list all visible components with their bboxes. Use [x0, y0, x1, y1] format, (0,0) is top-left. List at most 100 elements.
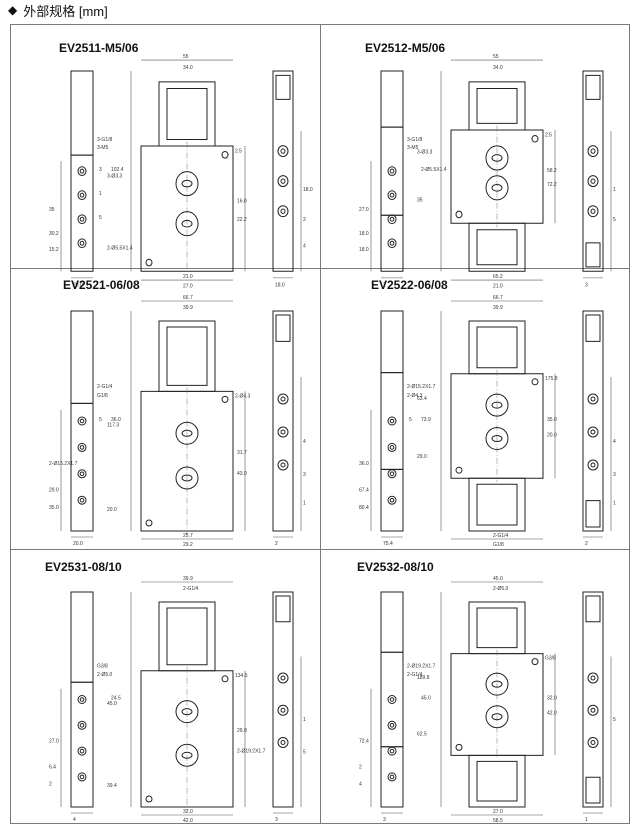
- grid-divider-vertical: [320, 25, 321, 823]
- dimension-label: 24.5: [111, 696, 121, 702]
- dimension-label: 20.0: [73, 541, 83, 547]
- port-hole: [80, 498, 84, 502]
- dimension-label: 29.0: [49, 487, 59, 493]
- port-hole: [390, 217, 394, 221]
- port-circle: [78, 496, 86, 504]
- coil-window-bottom: [477, 230, 517, 265]
- coil: [71, 311, 93, 403]
- side-port: [278, 738, 288, 748]
- side-port-hole: [591, 676, 595, 680]
- dimension-label: 5: [99, 215, 102, 221]
- port-front: [176, 422, 198, 444]
- dimension-label: 20.0: [547, 432, 557, 438]
- dimension-label: 34.0: [493, 65, 503, 71]
- port-hole: [390, 698, 394, 702]
- dimension-label: 2.5: [235, 148, 242, 154]
- dimension-label: 36.0: [359, 461, 369, 467]
- dimension-label: 36.0: [111, 417, 121, 423]
- coil-bottom: [381, 469, 403, 531]
- port-circle: [388, 443, 396, 451]
- dimension-label: 189.8: [417, 675, 430, 681]
- dimension-label: 3-Ø3.3: [107, 173, 122, 179]
- dimension-label: 2: [383, 282, 386, 288]
- grid-divider-row-2: [11, 549, 629, 550]
- dimension-label: 58.2: [547, 168, 557, 174]
- dimension-label: 3-M5: [407, 145, 418, 151]
- coil-window: [477, 608, 517, 648]
- port-circle: [388, 417, 396, 425]
- side-port: [588, 206, 598, 217]
- dimension-label: G1/8: [97, 393, 108, 399]
- port-circle: [388, 239, 396, 248]
- dimension-label: 5: [613, 217, 616, 223]
- side-view: [583, 311, 603, 531]
- port-slot: [492, 714, 502, 720]
- dimension-label: 1: [613, 501, 616, 507]
- dimension-label: 27.0: [183, 284, 193, 290]
- side-port-hole: [281, 209, 285, 213]
- model-title: EV2512-M5/06: [365, 41, 446, 55]
- dimension-label: 1: [585, 817, 588, 823]
- dimension-label: 29.0: [417, 454, 427, 460]
- port-hole: [390, 775, 394, 779]
- model-title: EV2511-M5/06: [59, 41, 139, 55]
- mount-hole: [222, 676, 228, 682]
- body-front: [451, 130, 543, 223]
- dimension-label: 2-Ø5.0: [493, 586, 509, 592]
- dimension-label: 5: [99, 417, 102, 423]
- dimension-label: 18.0: [275, 282, 285, 288]
- dimension-label: 2-Ø15.2X1.7: [407, 384, 436, 390]
- port-front: [176, 172, 198, 196]
- side-port-hole: [591, 741, 595, 745]
- mount-hole: [532, 379, 538, 385]
- dimension-label: 22.2: [237, 217, 247, 223]
- coil-window: [167, 88, 207, 139]
- dimension-label: 5: [613, 717, 616, 723]
- dimension-label: 2-G1/4: [493, 533, 509, 539]
- side-port-hole: [281, 676, 285, 680]
- coil-top: [381, 311, 403, 373]
- side-port-hole: [591, 179, 595, 183]
- side-cap: [276, 315, 290, 341]
- port-circle: [78, 215, 86, 224]
- port-front: [486, 394, 508, 416]
- dimension-label: 42.0: [183, 818, 193, 824]
- dimension-label: 6.4: [49, 764, 56, 770]
- dimension-label: G3/8: [97, 663, 108, 669]
- side-port: [278, 705, 288, 715]
- port-circle: [388, 496, 396, 504]
- port-circle: [388, 773, 396, 781]
- side-view: [273, 71, 293, 271]
- dimension-label: 3: [99, 167, 102, 173]
- dimension-label: 2: [303, 217, 306, 223]
- dimension-label: 2-Ø5.5X1.4: [107, 245, 133, 251]
- side-cap: [586, 75, 600, 99]
- side-port: [588, 427, 598, 437]
- mount-hole: [146, 796, 152, 802]
- dimension-label: 2.5: [545, 132, 552, 138]
- dimension-label: 2-G1/4: [407, 672, 423, 678]
- side-port-hole: [591, 708, 595, 712]
- dimension-label: 3-Ø3.3: [417, 149, 432, 155]
- mount-hole: [532, 135, 538, 142]
- port-slot: [492, 185, 502, 192]
- dimension-label: 4: [303, 439, 306, 445]
- dimension-label: 39.9: [493, 305, 503, 311]
- dimension-label: 2: [585, 541, 588, 547]
- dimension-label: 175.8: [545, 376, 558, 382]
- coil: [71, 71, 93, 155]
- dimension-label: G3/8: [545, 656, 556, 662]
- port-circle: [388, 470, 396, 478]
- valve-body: [71, 682, 93, 807]
- mount-hole: [532, 659, 538, 665]
- port-circle: [78, 470, 86, 478]
- coil-window-bottom: [477, 484, 517, 525]
- dimension-label: 21.0: [183, 274, 193, 280]
- valve-body: [381, 373, 403, 470]
- port-front: [486, 176, 508, 200]
- mount-hole: [456, 467, 462, 473]
